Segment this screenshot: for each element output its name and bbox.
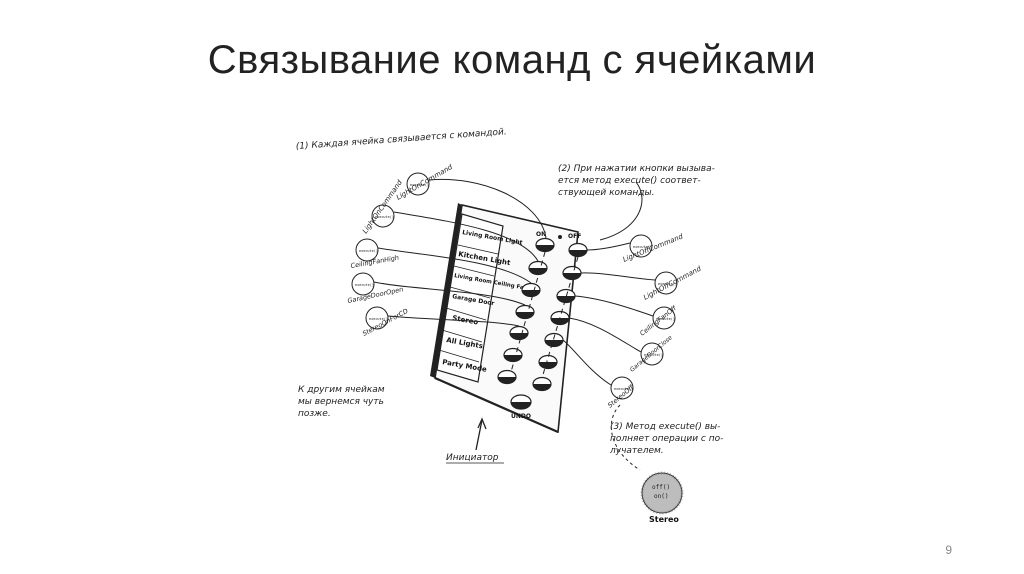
off-command-objects: execute() LightOffCommand execute() Ligh… <box>606 232 703 409</box>
note-execute-performs: (3) Метод execute() вы- полняет операции… <box>609 422 723 456</box>
svg-text:execute(): execute() <box>359 249 378 253</box>
command-object-light-off-1: execute() LightOffCommand <box>622 232 685 264</box>
receiver-label: Stereo <box>649 515 679 524</box>
receiver-stereo: off() on() Stereo <box>642 473 682 524</box>
svg-text:execute(): execute() <box>355 283 374 287</box>
svg-text:(2) При нажатии кнопки вызыва-: (2) При нажатии кнопки вызыва- <box>558 164 715 174</box>
svg-text:GarageDoorClose: GarageDoorClose <box>629 334 674 373</box>
off-button-5[interactable] <box>545 334 563 347</box>
remote-control: Living Room Light Kitchen Light Living R… <box>430 203 587 432</box>
off-button-7[interactable] <box>533 378 551 391</box>
svg-text:Инициатор: Инициатор <box>446 453 499 463</box>
invoker-label: Инициатор <box>446 419 504 463</box>
command-object-ceiling-fan-high: execute() CeilingFanHigh <box>350 239 400 270</box>
command-object-light-off-2: execute() LightOffCommand <box>642 264 703 301</box>
command-object-light-on-1: execute() LightOnCommand <box>395 163 454 202</box>
svg-text:ется метод execute() соответ-: ется метод execute() соответ- <box>558 176 701 186</box>
page-number: 9 <box>945 543 952 557</box>
on-button-1[interactable] <box>536 239 554 252</box>
on-button-7[interactable] <box>498 371 516 384</box>
off-button-6[interactable] <box>539 356 557 369</box>
on-button-6[interactable] <box>504 349 522 362</box>
svg-text:позже.: позже. <box>298 409 331 419</box>
svg-text:лучателем.: лучателем. <box>609 446 664 456</box>
svg-text:(3) Метод execute() вы-: (3) Метод execute() вы- <box>610 422 720 432</box>
undo-label: UNDO <box>511 413 531 420</box>
command-object-stereo-off: execute() StereoOff <box>606 377 636 410</box>
on-button-4[interactable] <box>516 306 534 319</box>
command-object-light-on-2: execute() LightOnCommand <box>361 178 404 235</box>
off-button-1[interactable] <box>569 244 587 257</box>
command-object-garage-door-close: execute() GarageDoorClose <box>629 334 674 373</box>
note-execute-called: (2) При нажатии кнопки вызыва- ется мето… <box>558 164 715 198</box>
svg-text:LightOnCommand: LightOnCommand <box>395 163 454 202</box>
receiver-method-on: on() <box>654 493 668 500</box>
receiver-method-off: off() <box>652 484 670 491</box>
on-button-5[interactable] <box>510 327 528 340</box>
svg-text:LightOffCommand: LightOffCommand <box>642 264 703 301</box>
off-column-label: OFF <box>568 233 581 240</box>
command-object-ceiling-fan-off: execute() CeilingFanOff <box>638 303 679 337</box>
on-button-3[interactable] <box>522 284 540 297</box>
svg-text:полняет операции с по-: полняет операции с по- <box>610 434 723 444</box>
command-object-stereo-on-for-cd: execute() StereoOnForCD <box>361 307 409 338</box>
undo-button[interactable] <box>511 395 531 409</box>
svg-text:мы вернемся чуть: мы вернемся чуть <box>298 397 384 407</box>
svg-text:К другим ячейкам: К другим ячейкам <box>298 385 385 395</box>
on-command-objects: execute() LightOnCommand execute() Light… <box>347 163 455 338</box>
note-commands-assigned: (1) Каждая ячейка связывается с командой… <box>296 127 508 152</box>
on-button-2[interactable] <box>529 262 547 275</box>
command-object-garage-door-open: execute() GarageDoorOpen <box>347 273 404 305</box>
note-other-slots-later: К другим ячейкам мы вернемся чуть позже. <box>298 385 385 419</box>
